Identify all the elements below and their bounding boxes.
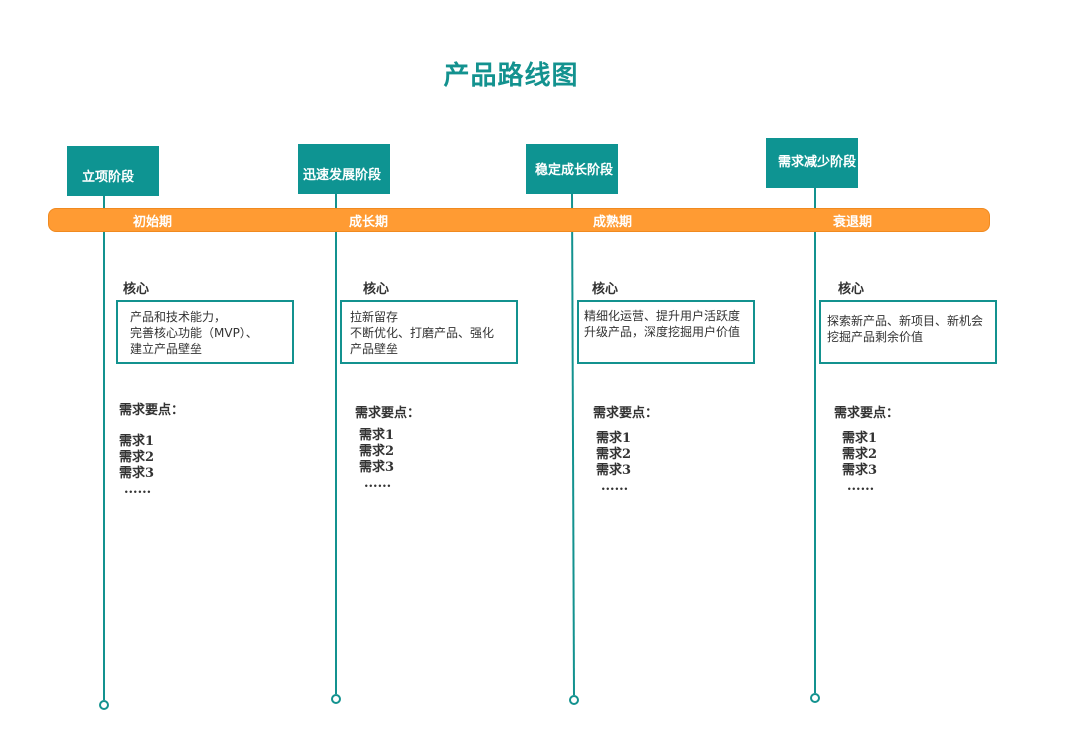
core-box-1: 产品和技术能力， 完善核心功能（MVP）、 建立产品壁垒	[116, 300, 294, 364]
req-item: 需求1	[596, 431, 632, 446]
req-title-2: 需求要点：	[355, 406, 421, 421]
timeline-bar	[48, 208, 990, 232]
period-label-3: 成熟期	[593, 215, 633, 230]
core-line: 精细化运营、提升用户活跃度	[584, 309, 741, 323]
core-line: 不断优化、打磨产品、强化	[350, 326, 495, 340]
core-line: 建立产品壁垒	[130, 342, 203, 356]
req-item-more: ......	[601, 479, 629, 494]
core-line: 拉新留存	[350, 310, 399, 324]
core-box-4: 探索新产品、新项目、新机会 挖掘产品剩余价值	[819, 300, 997, 364]
core-line: 挖掘产品剩余价值	[827, 330, 924, 344]
core-box-2: 拉新留存 不断优化、打磨产品、强化 产品壁垒	[340, 300, 518, 364]
stage-end-dot-3	[569, 695, 579, 705]
stage-box-4: 需求减少阶段	[766, 138, 858, 188]
core-label-2: 核心	[363, 282, 390, 297]
core-line: 产品壁垒	[350, 342, 399, 356]
req-item: 需求3	[119, 466, 155, 481]
req-list-4: 需求1 需求2 需求3 ......	[842, 431, 877, 495]
req-title-4: 需求要点：	[834, 406, 900, 421]
req-item: 需求3	[842, 463, 878, 478]
req-title-3: 需求要点：	[593, 406, 659, 421]
req-item: 需求2	[596, 447, 632, 462]
stage-end-dot-1	[99, 700, 109, 710]
period-label-2: 成长期	[349, 215, 389, 230]
stage-name: 迅速发展阶段	[302, 167, 381, 183]
core-line: 完善核心功能（MVP）、	[130, 326, 258, 340]
req-item: 需求1	[119, 434, 155, 449]
page-title: 产品路线图	[443, 61, 579, 91]
stage-box-1: 立项阶段	[67, 146, 159, 196]
core-label-3: 核心	[592, 282, 619, 297]
period-label-4: 衰退期	[833, 215, 873, 230]
stage-box-3: 稳定成长阶段	[526, 144, 618, 194]
req-item: 需求2	[119, 450, 155, 465]
core-box-3: 精细化运营、提升用户活跃度 升级产品，深度挖掘用户价值	[577, 300, 755, 364]
req-item-more: ......	[364, 476, 392, 491]
stage-name: 需求减少阶段	[777, 154, 856, 170]
req-item-more: ......	[124, 482, 152, 497]
stage-end-dot-4	[810, 693, 820, 703]
core-line: 产品和技术能力，	[130, 310, 227, 324]
req-item: 需求3	[596, 463, 632, 478]
req-item: 需求2	[842, 447, 878, 462]
stage-name: 立项阶段	[81, 169, 134, 185]
req-list-1: 需求1 需求2 需求3 ......	[119, 434, 154, 498]
core-line: 升级产品，深度挖掘用户价值	[584, 325, 741, 339]
req-list-2: 需求1 需求2 需求3 ......	[359, 428, 394, 492]
req-item: 需求1	[359, 428, 395, 443]
stage-name: 稳定成长阶段	[534, 162, 613, 178]
req-item: 需求2	[359, 444, 395, 459]
core-label-1: 核心	[123, 282, 150, 297]
period-label-1: 初始期	[133, 215, 173, 230]
core-label-4: 核心	[838, 282, 865, 297]
req-item-more: ......	[847, 479, 875, 494]
stage-box-2: 迅速发展阶段	[298, 144, 390, 194]
core-line: 探索新产品、新项目、新机会	[827, 314, 984, 328]
req-title-1: 需求要点：	[119, 403, 185, 418]
req-item: 需求3	[359, 460, 395, 475]
req-list-3: 需求1 需求2 需求3 ......	[596, 431, 631, 495]
req-item: 需求1	[842, 431, 878, 446]
stage-line-3	[571, 193, 575, 696]
stage-end-dot-2	[331, 694, 341, 704]
